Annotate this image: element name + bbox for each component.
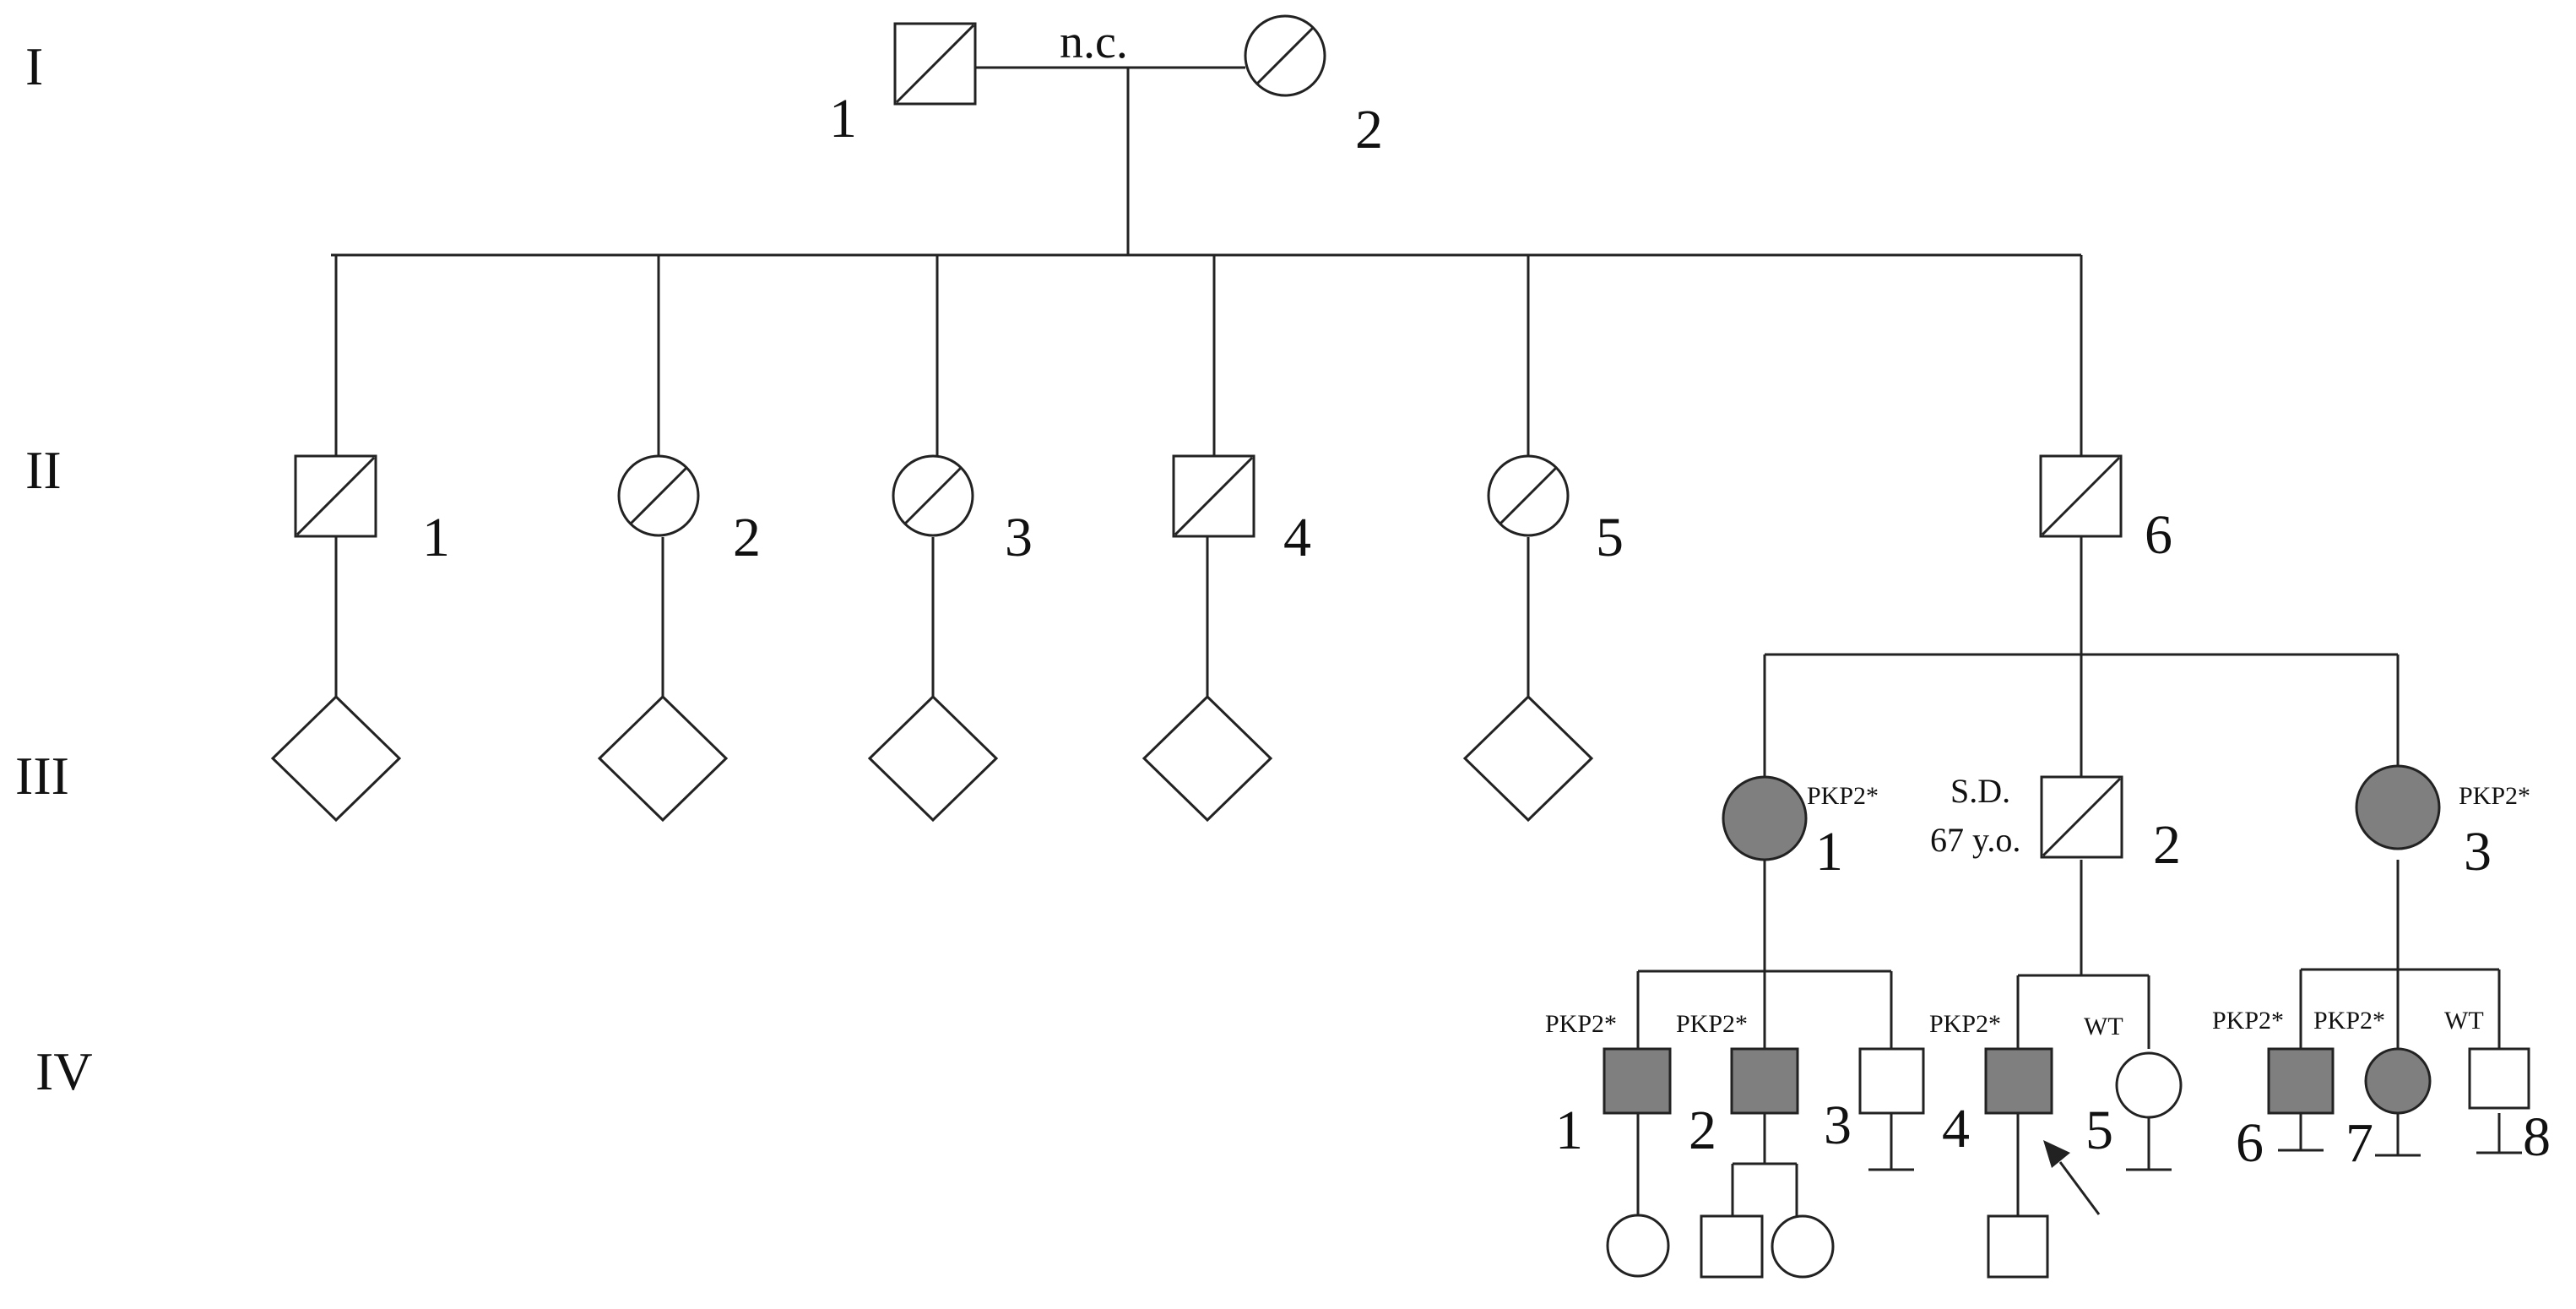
individual-II6	[2039, 454, 2123, 538]
affected-female-symbol	[2355, 764, 2441, 850]
offspring-IV2	[1700, 1214, 1835, 1279]
generation-label-II: II	[25, 440, 62, 500]
genotype-label-IV5: WT	[2084, 1013, 2123, 1040]
individual-number-II3: 3	[1005, 507, 1033, 568]
individual-III1	[1722, 775, 1808, 861]
unknown-sex-symbol	[597, 694, 729, 823]
male-symbol	[2468, 1047, 2530, 1110]
individual-IV6	[2267, 1047, 2335, 1115]
individual-III3	[2355, 764, 2441, 850]
individual-IV5	[2115, 1051, 2183, 1119]
affected-male-symbol	[2267, 1047, 2335, 1115]
individual-II4	[1172, 454, 1255, 538]
individual-number-IV3: 3	[1824, 1094, 1852, 1156]
individual-number-I1: 1	[829, 88, 857, 149]
death-age-III2: 67 y.o.	[1930, 821, 2020, 859]
generation-label-IV: IV	[35, 1041, 93, 1101]
individual-II2	[617, 454, 700, 537]
individual-II5	[1487, 454, 1570, 537]
individual-IV8	[2468, 1047, 2530, 1110]
individual-number-III2: 2	[2153, 814, 2181, 876]
individual-I1	[893, 22, 977, 106]
affected-female-symbol	[1722, 775, 1808, 861]
individual-number-II6: 6	[2145, 504, 2172, 566]
deceased-slash	[895, 24, 975, 104]
individual-number-IV2: 2	[1689, 1100, 1716, 1161]
individual-number-II4: 4	[1283, 507, 1311, 568]
individual-IV7	[2364, 1047, 2432, 1115]
no-offspring-markers	[1868, 1111, 2522, 1171]
unknown-sex-offspring-group	[270, 694, 1594, 823]
individual-IV2	[1730, 1047, 1799, 1115]
individual-number-III3: 3	[2464, 821, 2492, 883]
affected-male-symbol	[1730, 1047, 1799, 1115]
individual-II3	[892, 454, 974, 537]
unknown-sex-symbol	[1462, 694, 1594, 823]
unknown-sex-symbol	[867, 694, 999, 823]
individual-I2	[1244, 14, 1326, 97]
male-symbol	[1987, 1214, 2049, 1279]
individual-IV1	[1603, 1047, 1672, 1115]
generation-label-I: I	[25, 36, 43, 96]
individual-number-IV4: 4	[1942, 1098, 1970, 1160]
affected-male-symbol	[1603, 1047, 1672, 1115]
unknown-sex-symbol	[1142, 694, 1273, 823]
individual-number-IV5: 5	[2085, 1100, 2113, 1161]
individual-II1	[294, 454, 377, 538]
genotype-label-III3: PKP2*	[2459, 782, 2530, 810]
generation-label-III: III	[15, 746, 69, 806]
connector-lines	[331, 66, 2501, 1216]
genotype-label-IV1: PKP2*	[1545, 1010, 1617, 1038]
individual-IV3	[1858, 1047, 1925, 1115]
individual-III2	[2040, 775, 2123, 859]
female-symbol	[1606, 1214, 1670, 1278]
individual-number-IV8: 8	[2523, 1106, 2551, 1168]
genotype-label-IV4: PKP2*	[1929, 1010, 2001, 1038]
male-symbol	[1858, 1047, 1925, 1115]
male-symbol	[1700, 1214, 1764, 1279]
offspring-IV1	[1606, 1214, 1670, 1278]
genotype-label-IV6: PKP2*	[2212, 1007, 2284, 1035]
individual-IV4	[1984, 1047, 2053, 1115]
individual-number-IV7: 7	[2346, 1112, 2373, 1174]
death-note-III2: S.D.	[1950, 772, 2010, 810]
individual-number-I2: 2	[1355, 99, 1383, 160]
genotype-label-IV2: PKP2*	[1676, 1010, 1748, 1038]
individual-number-II1: 1	[422, 507, 450, 568]
individual-number-II5: 5	[1596, 507, 1624, 568]
consanguinity-note: n.c.	[1060, 16, 1128, 68]
genotype-label-IV8: WT	[2444, 1007, 2484, 1035]
female-symbol	[2115, 1051, 2183, 1119]
proband-arrow-icon	[2043, 1140, 2101, 1215]
individual-number-IV6: 6	[2236, 1112, 2264, 1174]
offspring-IV4	[1987, 1214, 2049, 1279]
affected-female-symbol	[2364, 1047, 2432, 1115]
unknown-sex-symbol	[270, 694, 402, 823]
deceased-slash	[1255, 26, 1315, 85]
individual-number-IV1: 1	[1555, 1100, 1583, 1161]
female-symbol	[1771, 1214, 1835, 1279]
affected-male-symbol	[1984, 1047, 2053, 1115]
individual-number-III1: 1	[1815, 821, 1843, 883]
individual-number-II2: 2	[733, 507, 761, 568]
genotype-label-III1: PKP2*	[1807, 782, 1879, 810]
genotype-label-IV7: PKP2*	[2313, 1007, 2385, 1035]
